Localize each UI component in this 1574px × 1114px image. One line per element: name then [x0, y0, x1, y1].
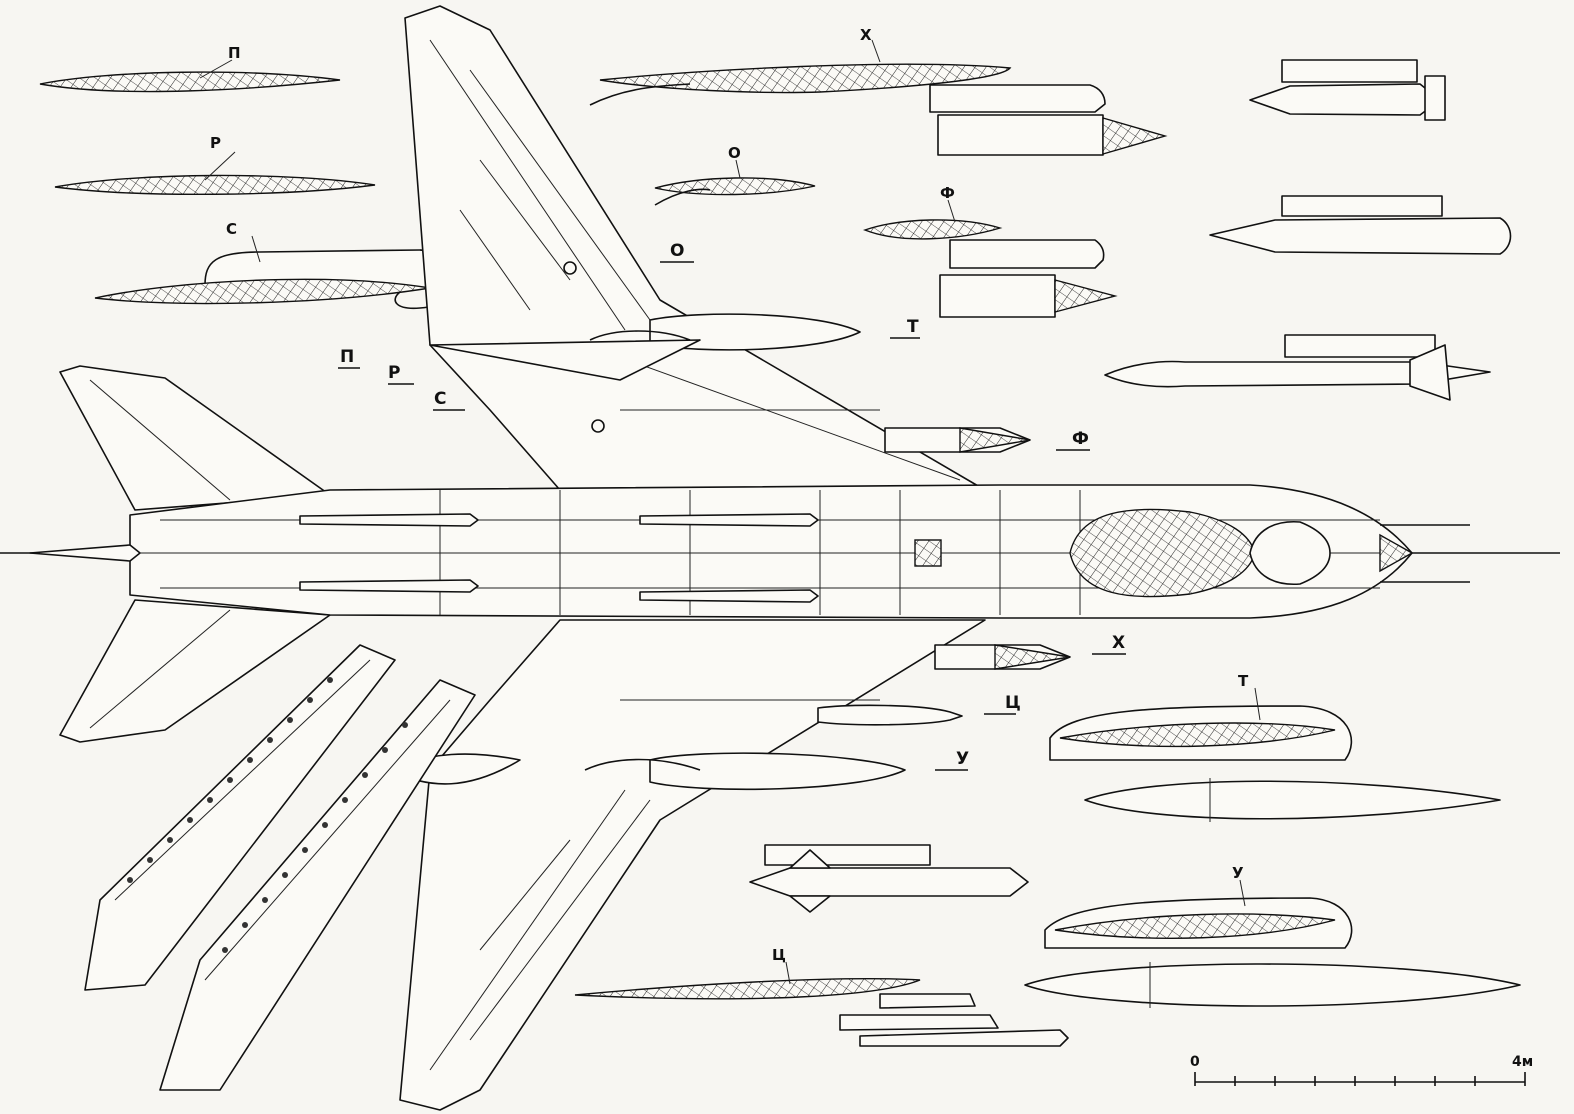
airfoil-section-p	[39, 59, 341, 93]
label-airfoil-p: П	[228, 44, 241, 62]
label-marker-t: Т	[907, 317, 919, 337]
label-marker-r: Р	[388, 363, 400, 383]
store-missile-bottom	[749, 844, 1029, 913]
label-marker-o: О	[670, 241, 684, 261]
label-section-ts: Ц	[772, 946, 786, 964]
store-missile-top	[1249, 59, 1446, 121]
aircraft-plan-view	[0, 5, 1560, 1111]
label-marker-kh: Х	[1112, 633, 1125, 653]
label-marker-ts: Ц	[1005, 693, 1021, 713]
upper-drop-tank	[649, 313, 861, 351]
store-missile-mid	[1104, 334, 1491, 401]
upper-tailplane	[59, 365, 331, 511]
store-pod	[1209, 195, 1512, 255]
lower-drop-tank	[649, 752, 906, 791]
label-section-f: Ф	[940, 184, 955, 202]
scale-bar: 0 4м	[1190, 1054, 1533, 1086]
scale-start-label: 0	[1190, 1054, 1200, 1070]
lower-tailplane	[59, 599, 331, 743]
airfoil-section-s	[94, 235, 461, 310]
upper-wing	[404, 5, 986, 491]
label-marker-s: С	[434, 389, 446, 409]
section-t	[1049, 687, 1501, 822]
perforated-panel-left	[84, 644, 396, 991]
label-marker-p: П	[340, 347, 354, 367]
label-section-o: О	[728, 144, 741, 162]
label-section-t: Т	[1238, 672, 1249, 690]
label-marker-u: У	[956, 749, 969, 769]
label-section-u: У	[1232, 864, 1244, 882]
label-airfoil-r: Р	[210, 134, 221, 152]
airfoil-section-r	[54, 151, 376, 196]
section-ts	[574, 961, 1069, 1047]
label-marker-f: Ф	[1072, 429, 1089, 449]
label-section-kh: Х	[860, 26, 872, 44]
lower-wing	[399, 619, 986, 1111]
section-u	[1024, 879, 1521, 1008]
section-kh	[589, 39, 1168, 156]
section-o	[654, 159, 816, 206]
label-airfoil-s: С	[226, 220, 237, 238]
section-f	[862, 199, 1118, 318]
scale-end-label: 4м	[1512, 1054, 1533, 1070]
perforated-panel-right	[159, 679, 476, 1091]
